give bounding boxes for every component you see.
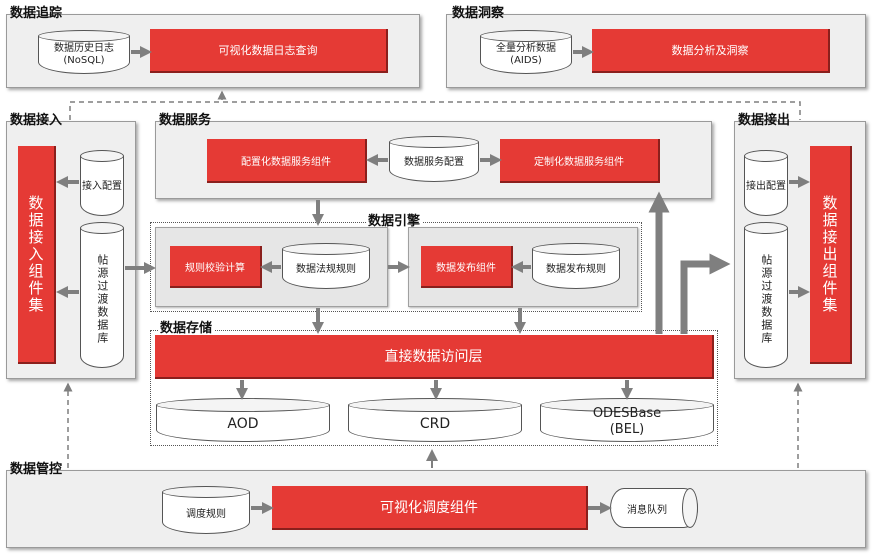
- data-analysis-component[interactable]: 数据分析及洞察: [592, 29, 830, 73]
- storage-boundary: [150, 330, 718, 446]
- egress-buffer-db: 帖源过渡数据库: [744, 222, 788, 368]
- custom-service-component[interactable]: 定制化数据服务组件: [500, 139, 660, 183]
- ingest-component-set[interactable]: 数据接入组件集: [18, 146, 56, 364]
- title-data-insight: 数据洞察: [452, 6, 505, 21]
- ingest-buffer-db: 帖源过渡数据库: [80, 222, 124, 368]
- store-history-log: 数据历史日志 (NoSQL): [38, 30, 130, 74]
- rule-check-component[interactable]: 规则校验计算: [170, 246, 262, 288]
- direct-data-access-layer[interactable]: 直接数据访问层: [155, 335, 714, 379]
- title-data-ingest: 数据接入: [10, 113, 63, 128]
- publish-rule-store: 数据发布规则: [532, 243, 620, 289]
- title-data-engine: 数据引擎: [366, 214, 423, 229]
- title-data-tracing: 数据追踪: [10, 6, 63, 21]
- egress-config-store: 接出配置: [744, 150, 788, 216]
- service-config-store: 数据服务配置: [389, 136, 479, 182]
- rule-store: 数据法规规则: [282, 243, 370, 289]
- message-queue-label: 消息队列: [627, 504, 667, 516]
- title-data-storage: 数据存储: [158, 321, 215, 336]
- egress-component-set[interactable]: 数据接出组件集: [810, 146, 852, 364]
- title-data-egress: 数据接出: [738, 113, 791, 128]
- configurable-service-component[interactable]: 配置化数据服务组件: [207, 139, 367, 183]
- title-data-service: 数据服务: [159, 113, 212, 128]
- visual-log-query-component[interactable]: 可视化数据日志查询: [150, 29, 388, 73]
- message-queue: 消息队列: [610, 488, 698, 528]
- ingest-config-store: 接入配置: [80, 150, 124, 216]
- schedule-rule-store: 调度规则: [162, 486, 250, 534]
- store-odesbase: ODESBase (BEL): [540, 398, 714, 442]
- store-aids: 全量分析数据 (AIDS): [480, 30, 572, 74]
- store-crd: CRD: [348, 398, 522, 442]
- store-aod: AOD: [156, 398, 330, 442]
- visual-scheduler-component[interactable]: 可视化调度组件: [272, 486, 588, 530]
- title-data-control: 数据管控: [10, 462, 63, 477]
- publish-component[interactable]: 数据发布组件: [421, 246, 513, 288]
